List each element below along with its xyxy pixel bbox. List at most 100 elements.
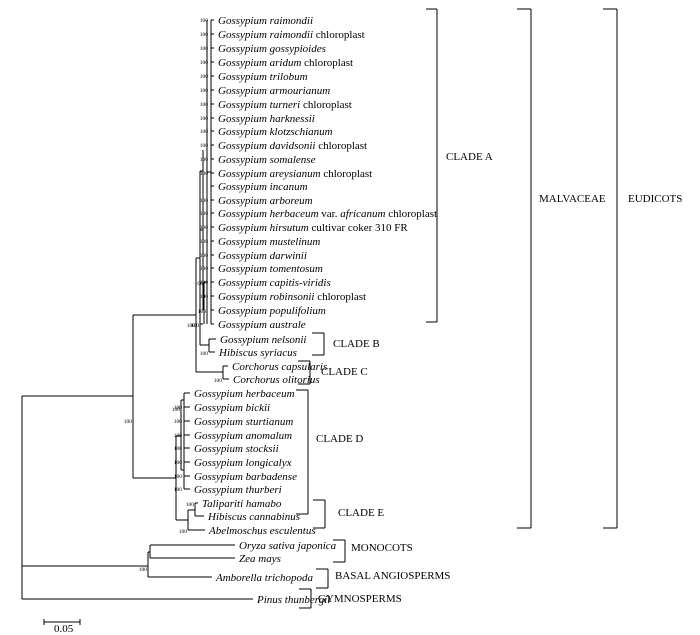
taxon-binomial: Oryza sativa japonica	[239, 540, 337, 552]
taxon-suffix: chloroplast	[313, 29, 365, 41]
taxon-binomial: Gossypium herbaceum	[218, 208, 319, 220]
bootstrap-support: 100	[200, 143, 209, 149]
taxon-label-turneri-cp: Gossypium turneri chloroplast	[218, 99, 352, 111]
taxon-binomial: Gossypium armourianum	[218, 85, 330, 97]
taxon-suffix: chloroplast	[385, 208, 437, 220]
taxon-label-herbaceum: Gossypium herbaceum	[194, 388, 295, 400]
taxon-label-anomalum: Gossypium anomalum	[194, 430, 292, 442]
bootstrap-support: 100	[186, 502, 195, 508]
bootstrap-support: 100	[200, 225, 209, 231]
clade-label-clade-e: CLADE E	[338, 507, 384, 519]
taxon-label-somalense: Gossypium somalense	[218, 154, 316, 166]
taxon-binomial: Gossypium anomalum	[194, 430, 292, 442]
taxon-label-davidsonii-cp: Gossypium davidsonii chloroplast	[218, 140, 367, 152]
taxon-binomial: Gossypium tomentosum	[218, 263, 323, 275]
taxon-label-zea: Zea mays	[239, 553, 281, 565]
taxon-binomial: Gossypium mustelinum	[218, 236, 320, 248]
taxon-label-longicalyx: Gossypium longicalyx	[194, 457, 292, 469]
bootstrap-support: 100	[200, 239, 209, 245]
taxon-label-herbaceum-africanum: Gossypium herbaceum var. africanum chlor…	[218, 208, 437, 220]
bootstrap-support: 100	[200, 32, 209, 38]
taxon-suffix: chloroplast	[314, 291, 366, 303]
taxon-binomial: Gossypium trilobum	[218, 71, 308, 83]
taxon-label-darwinii: Gossypium darwinii	[218, 250, 307, 262]
taxon-suffix: var.	[319, 208, 341, 220]
taxon-binomial: Gossypium nelsonii	[220, 334, 306, 346]
bootstrap-support: 100	[200, 46, 209, 52]
taxon-binomial: Zea mays	[239, 553, 281, 565]
bootstrap-support: 100	[200, 102, 209, 108]
taxon-binomial: Gossypium somalense	[218, 154, 316, 166]
taxon-binomial: Gossypium herbaceum	[194, 388, 295, 400]
taxon-binomial: Amborella trichopoda	[215, 572, 314, 584]
taxon-label-syriacus: Hibiscus syriacus	[218, 347, 297, 359]
bootstrap-support: 100	[187, 323, 196, 329]
bootstrap-support: 100	[172, 407, 181, 413]
bootstrap-support: 100	[179, 529, 188, 535]
taxon-binomial: Corchorus olitorius	[233, 374, 320, 386]
bootstrap-support: 100	[200, 129, 209, 135]
bootstrap-support: 100	[200, 198, 209, 204]
taxon-label-trilobum: Gossypium trilobum	[218, 71, 308, 83]
taxon-label-cannabinus: Hibiscus cannabinus	[207, 511, 300, 523]
taxon-suffix: cultivar coker 310 FR	[309, 222, 409, 234]
taxon-binomial: Talipariti hamabo	[202, 498, 282, 510]
taxon-label-capitis-viridis: Gossypium capitis-viridis	[218, 277, 331, 289]
bootstrap-support: 100	[200, 253, 209, 259]
taxon-binomial: Gossypium klotzschianum	[218, 126, 333, 138]
bootstrap-support: 100	[200, 116, 209, 122]
taxon-binomial: Gossypium aridum	[218, 57, 301, 69]
taxon-label-bickii: Gossypium bickii	[194, 402, 270, 414]
taxon-label-klotzschianum: Gossypium klotzschianum	[218, 126, 333, 138]
bootstrap-support: 100	[174, 487, 183, 493]
taxon-label-pinus: Pinus thunbergii	[256, 594, 330, 606]
bootstrap-support: 100	[139, 567, 148, 573]
clade-label-clade-b: CLADE B	[333, 338, 380, 350]
clade-label-clade-d: CLADE D	[316, 433, 363, 445]
taxon-label-hirsutum: Gossypium hirsutum cultivar coker 310 FR	[218, 222, 408, 234]
taxon-binomial: Gossypium incanum	[218, 181, 308, 193]
taxon-binomial: Gossypium gossypioides	[218, 43, 326, 55]
taxon-label-oryza: Oryza sativa japonica	[239, 540, 337, 552]
taxon-binomial: Gossypium arboreum	[218, 195, 313, 207]
taxon-label-incanum: Gossypium incanum	[218, 181, 308, 193]
taxon-label-amborella: Amborella trichopoda	[215, 572, 314, 584]
taxon-label-sturtianum: Gossypium sturtianum	[194, 416, 293, 428]
taxon-label-gossypioides: Gossypium gossypioides	[218, 43, 326, 55]
taxon-binomial: Hibiscus cannabinus	[207, 511, 300, 523]
bootstrap-support: 100	[174, 460, 183, 466]
bootstrap-support: 100	[200, 60, 209, 66]
bootstrap-support: 100	[200, 18, 209, 24]
clade-label-basal-angiosperms: BASAL ANGIOSPERMS	[335, 570, 450, 582]
taxon-label-barbadense: Gossypium barbadense	[194, 471, 297, 483]
taxon-label-aridum-cp: Gossypium aridum chloroplast	[218, 57, 353, 69]
clade-label-monocots: MONOCOTS	[351, 542, 413, 554]
taxon-label-stocksii: Gossypium stocksii	[194, 443, 279, 455]
taxon-binomial: Gossypium raimondii	[218, 15, 313, 27]
bootstrap-support: 100	[200, 171, 209, 177]
taxon-binomial: Gossypium darwinii	[218, 250, 307, 262]
taxon-suffix: chloroplast	[315, 140, 367, 152]
taxon-binomial: Gossypium raimondii	[218, 29, 313, 41]
bootstrap-support: 100	[174, 446, 183, 452]
taxon-binomial: Hibiscus syriacus	[218, 347, 297, 359]
bootstrap-support: 100	[198, 309, 207, 315]
taxon-label-arboreum: Gossypium arboreum	[218, 195, 313, 207]
taxon-binomial: Gossypium australe	[218, 319, 306, 331]
taxon-binomial: Gossypium capitis-viridis	[218, 277, 331, 289]
taxon-label-areysianum-cp: Gossypium areysianum chloroplast	[218, 168, 372, 180]
taxon-label-raimondii: Gossypium raimondii	[218, 15, 313, 27]
taxon-suffix: chloroplast	[300, 99, 352, 111]
taxon-binomial: Gossypium hirsutum	[218, 222, 309, 234]
bootstrap-support: 100	[200, 211, 209, 217]
taxon-label-robinsonii-cp: Gossypium robinsonii chloroplast	[218, 291, 366, 303]
bootstrap-support: 100	[200, 157, 209, 163]
taxon-binomial: Abelmoschus esculentus	[208, 525, 316, 537]
taxon-label-australe: Gossypium australe	[218, 319, 306, 331]
clade-label-clade-a: CLADE A	[446, 151, 493, 163]
bootstrap-support: 100	[124, 419, 133, 425]
taxon-label-olitorius: Corchorus olitorius	[233, 374, 320, 386]
taxon-label-thurberi: Gossypium thurberi	[194, 484, 282, 496]
taxon-binomial: Gossypium harknessii	[218, 113, 315, 125]
